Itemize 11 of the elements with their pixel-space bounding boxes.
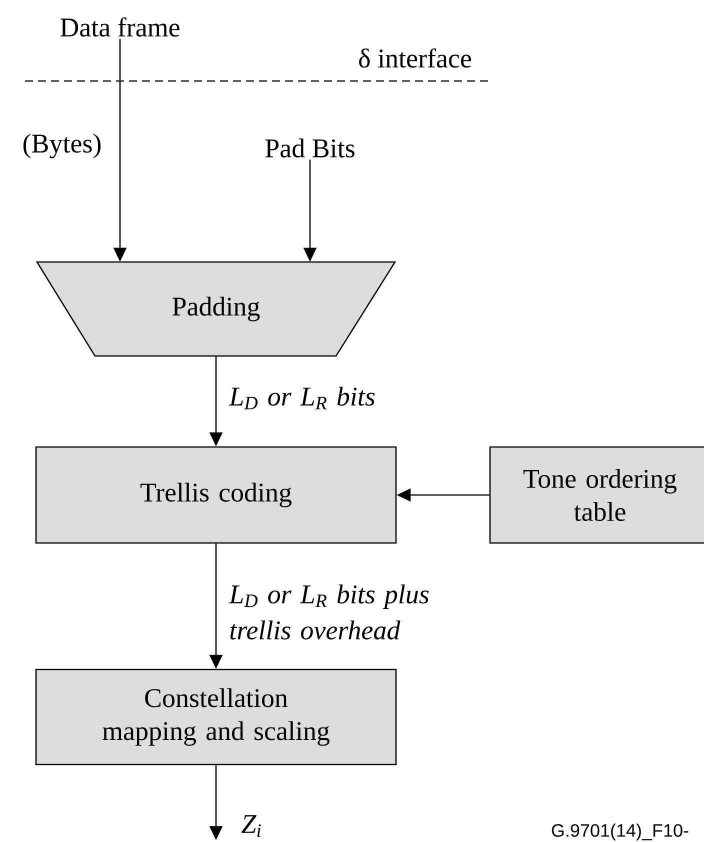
edge-label: L$_{D}$ or L$_{R}$ bits xyxy=(228,386,375,410)
process-box: Constellation mapping and scaling xyxy=(35,668,397,766)
input-label: Data frame xyxy=(60,17,180,37)
edge-label: Z$_{i}$ xyxy=(242,815,261,837)
process-box: Trellis coding xyxy=(35,446,397,544)
process-box: Tone ordering table xyxy=(489,446,704,544)
input-label: Pad Bits xyxy=(265,138,354,158)
interface-label: δ interface xyxy=(359,48,472,68)
edge-label: L$_{D}$ or L$_{R}$ bits plus trellis overhead xyxy=(228,584,429,640)
unit-label: (Bytes) xyxy=(23,134,101,158)
figure-id: G.9701(14)_F10- xyxy=(552,824,688,840)
